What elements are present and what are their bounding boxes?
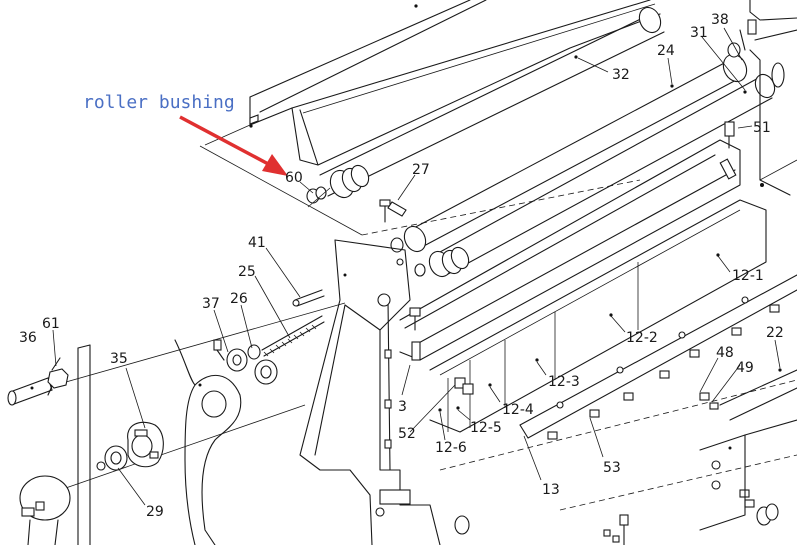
callout-3: 3	[398, 399, 407, 415]
roller-bushing-annotation: roller bushing	[83, 92, 288, 176]
washer-large	[254, 359, 278, 385]
round-plate	[19, 475, 71, 545]
lever-arm	[174, 339, 242, 545]
callout-37: 37	[202, 296, 220, 312]
callout-36: 36	[19, 330, 37, 346]
callout-61: 61	[42, 316, 60, 332]
nut-26	[247, 344, 261, 360]
callout-60: 60	[285, 170, 303, 186]
callout-49: 49	[736, 360, 754, 376]
axle-line	[19, 302, 346, 491]
callout-12-1: 12-1	[732, 268, 764, 284]
clamp-bar-13	[519, 274, 797, 439]
callout-24: 24	[657, 43, 675, 59]
callout-27: 27	[412, 162, 430, 178]
side-frame-22	[699, 368, 797, 531]
callout-12-5: 12-5	[470, 420, 502, 436]
disc-29	[96, 445, 128, 471]
shaft-36	[7, 377, 53, 406]
callout-32: 32	[612, 67, 630, 83]
callout-53: 53	[603, 460, 621, 476]
callout-26: 26	[230, 291, 248, 307]
callout-25: 25	[238, 264, 256, 280]
annotation-label: roller bushing	[83, 92, 235, 113]
roller-24	[403, 53, 748, 253]
callout-48: 48	[716, 345, 734, 361]
side-frame-3	[299, 239, 470, 545]
upper-right-bracket	[727, 0, 797, 196]
beam-plate	[399, 121, 741, 361]
leader-lines	[52, 27, 781, 506]
callout-29: 29	[146, 504, 164, 520]
callout-22: 22	[766, 325, 784, 341]
washer-37	[226, 348, 248, 372]
callout-13: 13	[542, 482, 560, 498]
callout-31: 31	[690, 25, 708, 41]
top-cover	[249, 0, 661, 166]
callout-41: 41	[248, 235, 266, 251]
pin-27	[379, 199, 407, 223]
vertical-bar	[77, 344, 91, 545]
callout-52: 52	[398, 426, 416, 442]
roller-32	[319, 6, 665, 199]
pin-41	[292, 289, 325, 307]
annotation-arrowhead	[262, 154, 288, 176]
callout-38: 38	[711, 12, 729, 28]
reference-lines	[199, 124, 797, 511]
callout-51: 51	[753, 120, 771, 136]
callout-12-6: 12-6	[435, 440, 467, 456]
callout-12-4: 12-4	[502, 402, 534, 418]
cam-35	[127, 421, 164, 468]
annotation-arrow-shaft	[179, 115, 273, 168]
roller-bushing-60	[306, 186, 331, 208]
callout-12-3: 12-3	[548, 374, 580, 390]
callout-numbers: 60 27 41 25 37 26 36 61 35 29 32 24 31 3…	[19, 12, 784, 520]
nut-61	[47, 357, 69, 396]
finger-plates	[429, 199, 767, 433]
callout-12-2: 12-2	[626, 330, 658, 346]
spring-25	[261, 315, 325, 357]
screw-top	[213, 339, 225, 361]
callout-35: 35	[110, 351, 128, 367]
bolts	[547, 304, 780, 545]
